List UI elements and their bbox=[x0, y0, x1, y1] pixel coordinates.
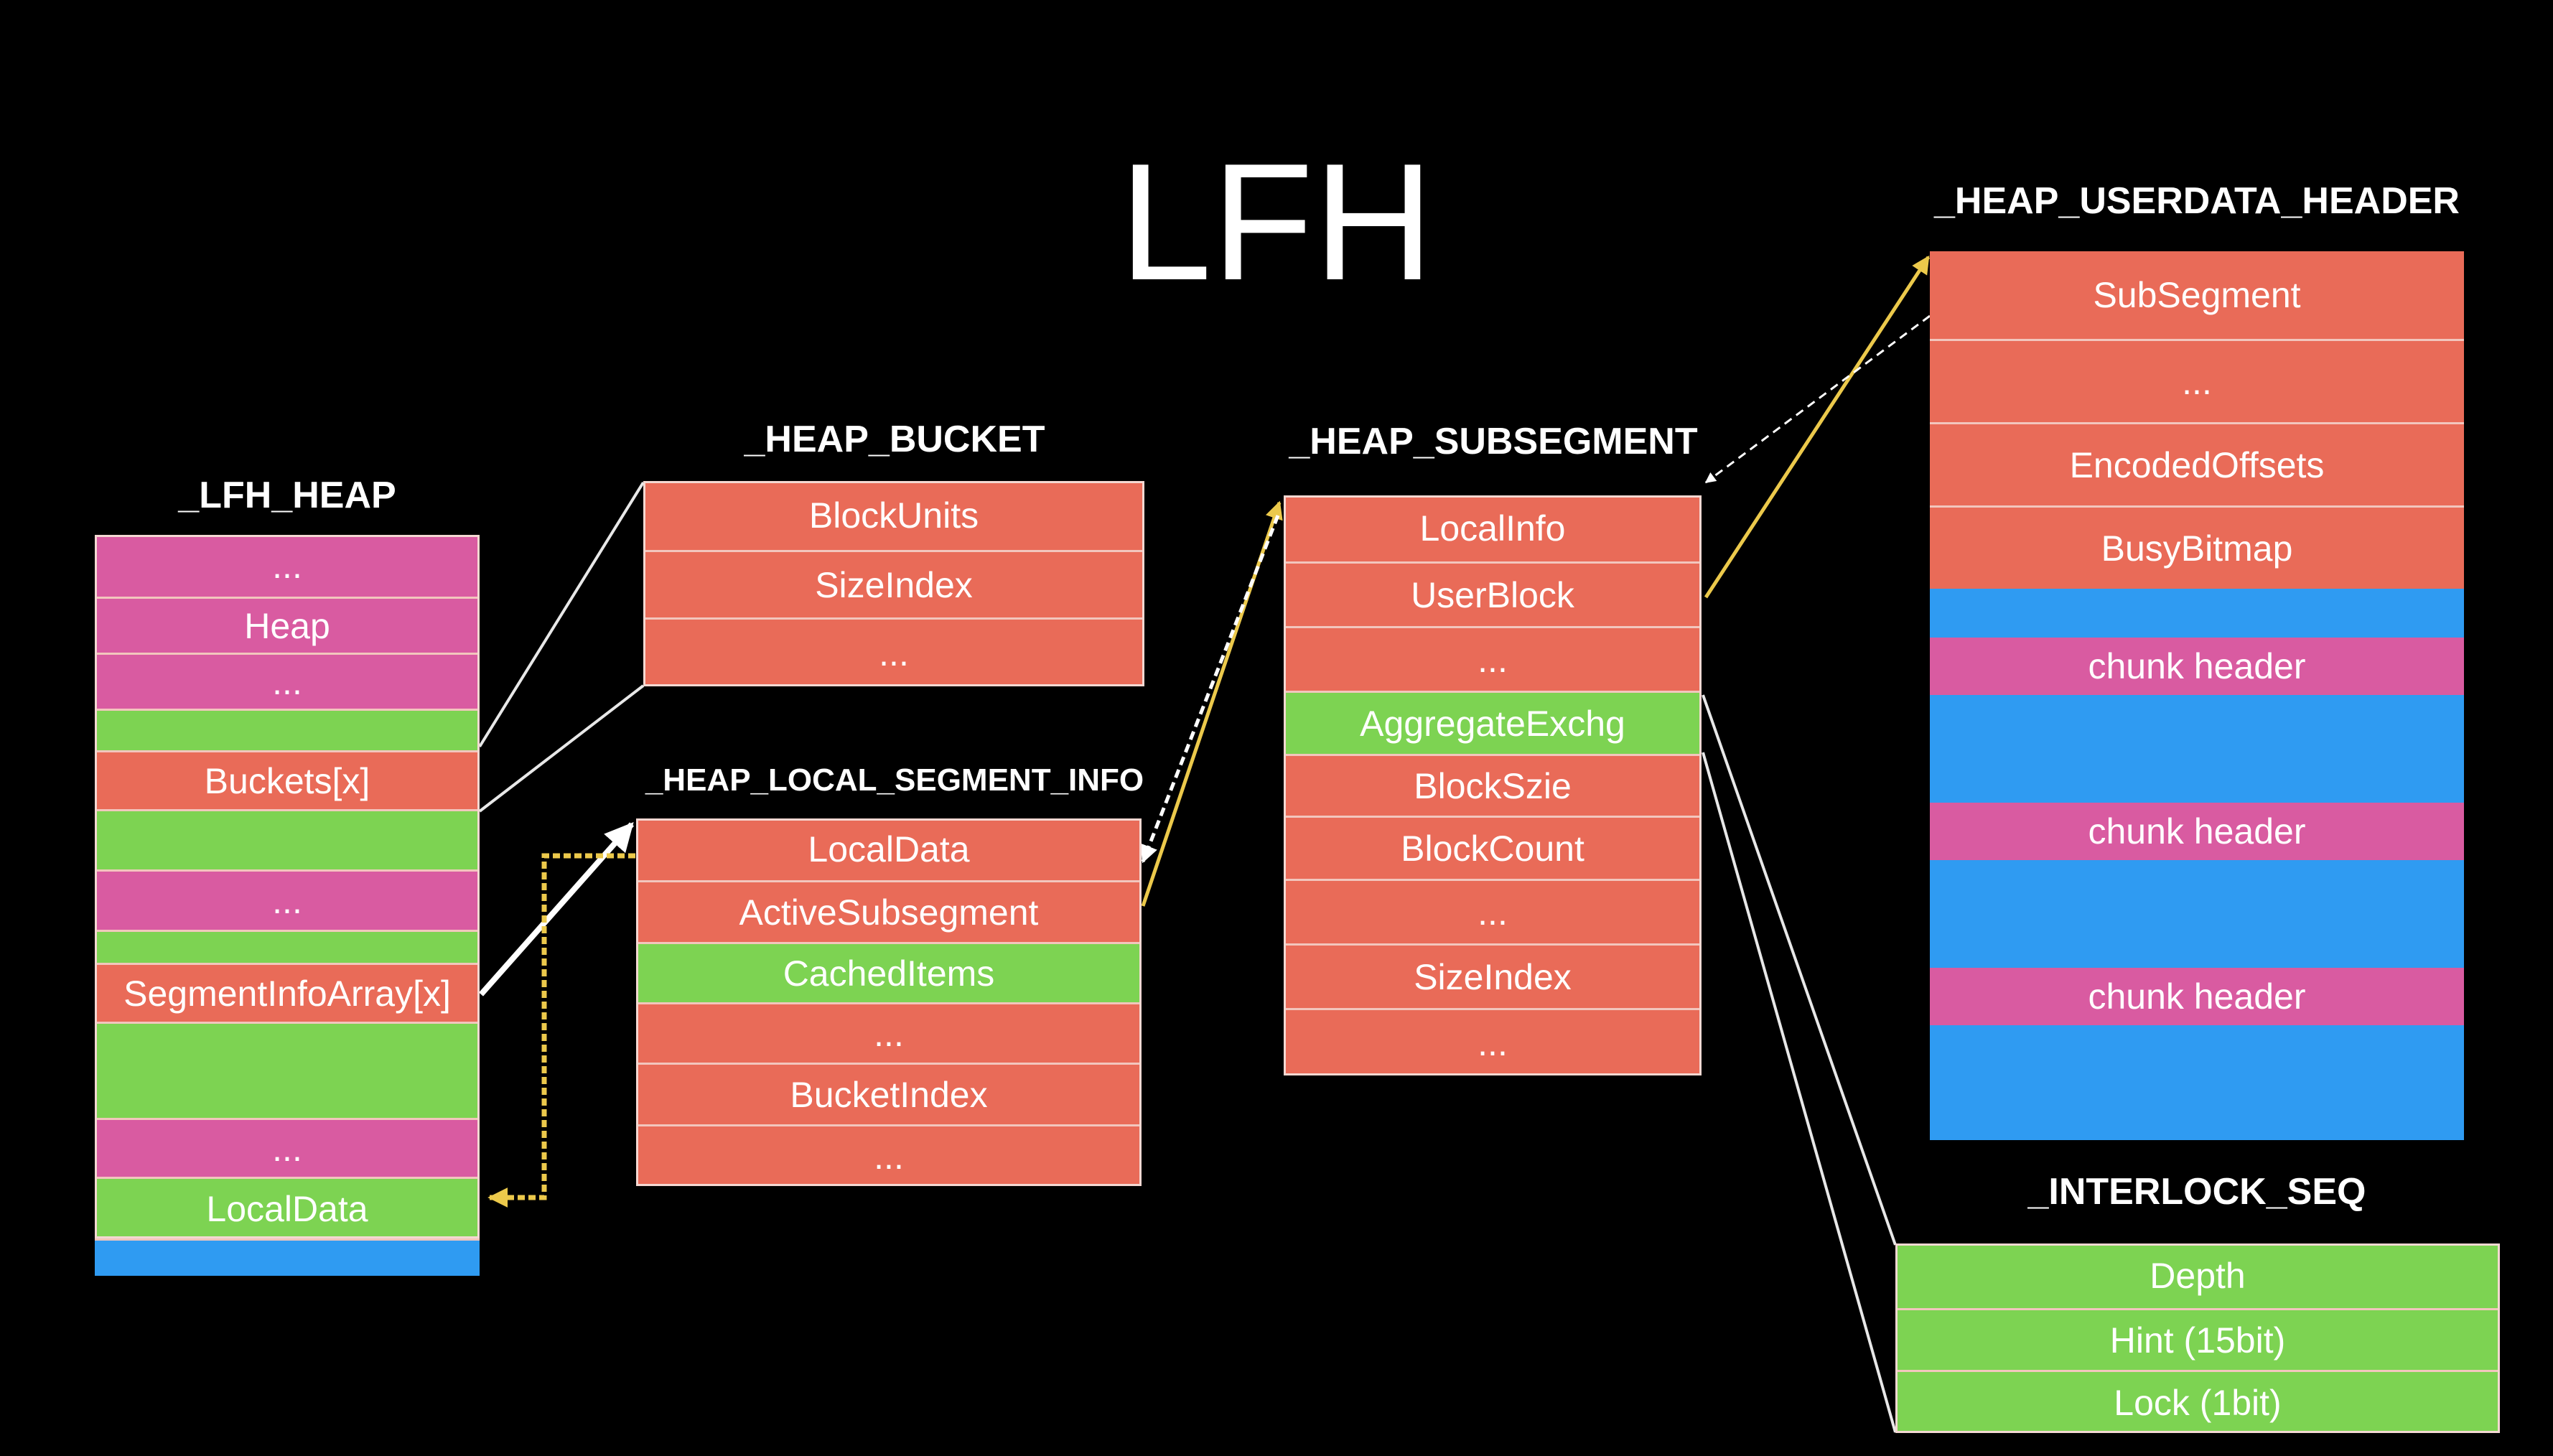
subsegment-field: ... bbox=[1284, 1008, 1702, 1075]
lfh-heap-field: ... bbox=[95, 653, 480, 709]
heap-bucket-struct: BlockUnits SizeIndex ... bbox=[643, 481, 1144, 686]
aggregate-to-interlock-top-line bbox=[1702, 694, 1897, 1246]
interlock-seq-field: Depth bbox=[1895, 1243, 2500, 1308]
subsegment-field: ... bbox=[1284, 879, 1702, 943]
lfh-heap-field: SegmentInfoArray[x] bbox=[95, 963, 480, 1022]
lfh-heap-title: _LFH_HEAP bbox=[178, 475, 396, 516]
subsegment-title: _HEAP_SUBSEGMENT bbox=[1289, 421, 1698, 462]
heap-bucket-title: _HEAP_BUCKET bbox=[744, 419, 1045, 460]
userdata-header-field bbox=[1930, 1025, 2464, 1140]
subsegment-field: SizeIndex bbox=[1284, 943, 1702, 1008]
interlock-seq-field: Lock (1bit) bbox=[1895, 1370, 2500, 1433]
lfh-heap-field bbox=[95, 1022, 480, 1118]
chunk-header: chunk header bbox=[1930, 968, 2464, 1025]
userdata-header-field: ... bbox=[1930, 339, 2464, 422]
chunk-header: chunk header bbox=[1930, 638, 2464, 695]
local-segment-info-field: CachedItems bbox=[636, 942, 1142, 1002]
localinfo-back-arrow bbox=[1140, 515, 1280, 864]
subsegment-field: ... bbox=[1284, 626, 1702, 691]
lfh-heap-field bbox=[95, 930, 480, 963]
lfh-heap-field: Heap bbox=[95, 597, 480, 653]
userdata-header-title: _HEAP_USERDATA_HEADER bbox=[1934, 180, 2460, 222]
lfh-heap-field: Buckets[x] bbox=[95, 750, 480, 809]
userdata-header-field: BusyBitmap bbox=[1930, 505, 2464, 589]
heap-bucket-field: SizeIndex bbox=[643, 550, 1144, 617]
userdata-header-field: EncodedOffsets bbox=[1930, 422, 2464, 505]
heap-bucket-field: BlockUnits bbox=[643, 481, 1144, 550]
local-segment-info-field: BucketIndex bbox=[636, 1063, 1142, 1124]
userdata-header-field: SubSegment bbox=[1930, 251, 2464, 339]
buckets-to-bucket-top-line bbox=[478, 481, 645, 748]
subsegment-struct: LocalInfo UserBlock ... AggregateExchg B… bbox=[1284, 495, 1702, 1075]
subsegment-field: AggregateExchg bbox=[1284, 691, 1702, 754]
subsegment-back-arrow bbox=[1704, 314, 1931, 484]
diagram-title: LFH bbox=[1119, 129, 1434, 315]
localdata-back-arrow bbox=[487, 853, 635, 1208]
interlock-seq-title: _INTERLOCK_SEQ bbox=[2027, 1171, 2366, 1213]
lfh-heap-field: ... bbox=[95, 535, 480, 597]
lfh-heap-field bbox=[95, 1238, 480, 1276]
local-segment-info-field: ... bbox=[636, 1002, 1142, 1063]
userdata-header-field bbox=[1930, 860, 2464, 968]
segment-info-array-arrow bbox=[479, 822, 634, 997]
lfh-heap-struct: ... Heap ... Buckets[x] ... SegmentInfoA… bbox=[95, 535, 480, 1276]
subsegment-field: BlockCount bbox=[1284, 816, 1702, 879]
local-segment-info-title: _HEAP_LOCAL_SEGMENT_INFO bbox=[645, 762, 1144, 798]
subsegment-field: UserBlock bbox=[1284, 561, 1702, 626]
userdata-header-field bbox=[1930, 695, 2464, 803]
userdata-header-field bbox=[1930, 589, 2464, 638]
lfh-heap-field bbox=[95, 709, 480, 750]
local-segment-info-struct: LocalData ActiveSubsegment CachedItems .… bbox=[636, 818, 1142, 1186]
local-segment-info-field: ActiveSubsegment bbox=[636, 880, 1142, 942]
aggregate-to-interlock-bottom-line bbox=[1702, 752, 1897, 1433]
active-subsegment-arrow bbox=[1141, 500, 1283, 907]
lfh-heap-field: ... bbox=[95, 869, 480, 930]
local-segment-info-field: ... bbox=[636, 1124, 1142, 1186]
buckets-to-bucket-bottom-line bbox=[478, 684, 645, 813]
local-segment-info-field: LocalData bbox=[636, 818, 1142, 880]
subsegment-field: BlockSzie bbox=[1284, 754, 1702, 816]
interlock-seq-field: Hint (15bit) bbox=[1895, 1308, 2500, 1370]
lfh-heap-field: ... bbox=[95, 1118, 480, 1177]
lfh-heap-field: LocalData bbox=[95, 1177, 480, 1238]
interlock-seq-struct: Depth Hint (15bit) Lock (1bit) bbox=[1895, 1243, 2500, 1433]
subsegment-field: LocalInfo bbox=[1284, 495, 1702, 561]
userdata-header-struct: SubSegment ... EncodedOffsets BusyBitmap… bbox=[1930, 251, 2464, 1140]
lfh-heap-field bbox=[95, 809, 480, 869]
heap-bucket-field: ... bbox=[643, 617, 1144, 686]
chunk-header: chunk header bbox=[1930, 803, 2464, 860]
